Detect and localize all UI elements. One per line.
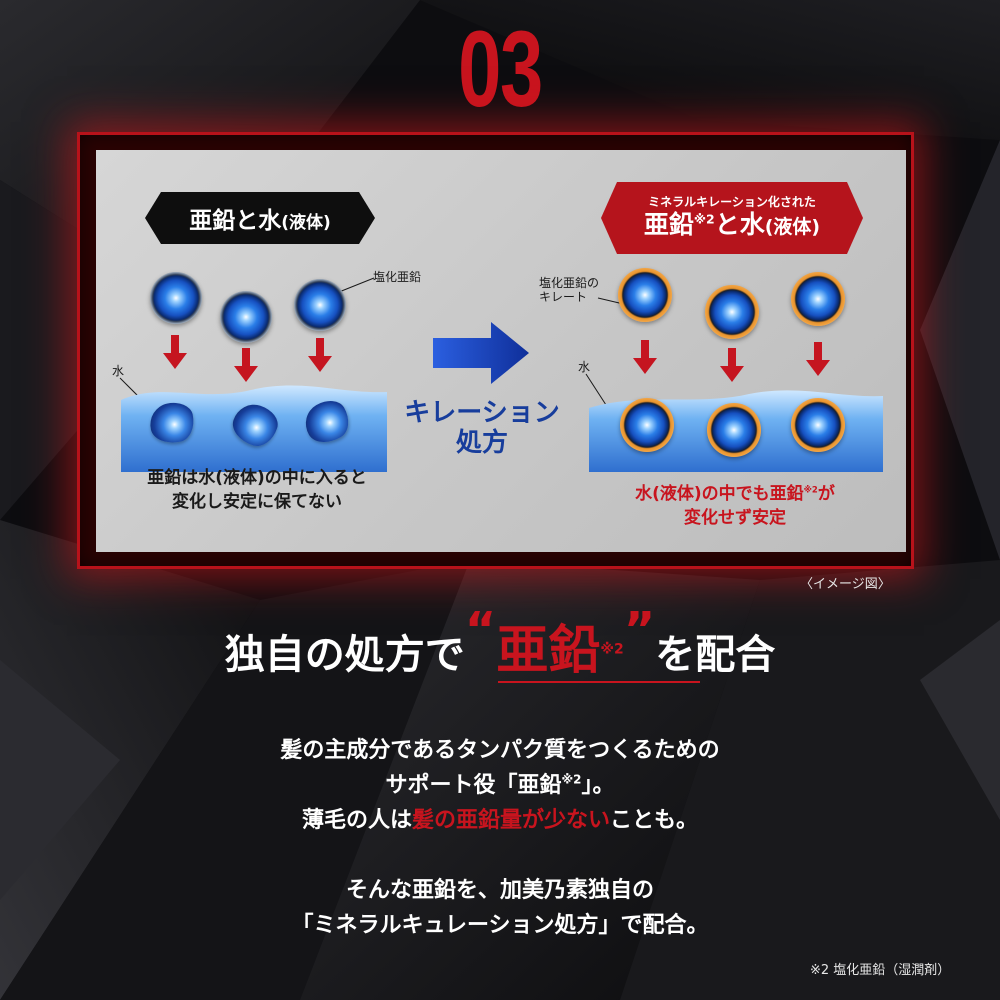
chelated-zinc-molecule	[791, 272, 845, 326]
chelate-label: 塩化亜鉛の キレート	[539, 276, 600, 304]
footnote: ※2 塩化亜鉛（湿潤剤）	[810, 963, 951, 978]
chelation-process-label: キレーション 処方	[404, 398, 560, 458]
water-pointer-right	[585, 373, 609, 409]
down-arrow	[720, 348, 744, 386]
water-label-right: 水	[578, 360, 591, 374]
headline-underline	[498, 681, 700, 683]
stable-chelated-zinc	[620, 398, 674, 452]
zinc-chloride-label: 塩化亜鉛	[373, 270, 422, 284]
left-caption: 亜鉛は水(液体)の中に入ると 変化し安定に保てない	[147, 468, 367, 512]
chelated-zinc-molecule	[618, 268, 672, 322]
stable-chelated-zinc	[707, 403, 761, 457]
right-header-badge: ミネラルキレーション化された 亜鉛※2と水(液体)	[601, 182, 863, 254]
water-label-left: 水	[112, 364, 125, 378]
section-number: 03	[458, 8, 543, 129]
down-arrow	[308, 338, 332, 376]
body-copy: 髪の主成分であるタンパク質をつくるための サポート役「亜鉛※2」。 薄毛の人は髪…	[280, 738, 720, 938]
down-arrow	[163, 335, 187, 373]
down-arrow	[806, 342, 830, 380]
chelation-arrow-icon	[433, 322, 529, 384]
zinc-molecule	[150, 272, 202, 324]
down-arrow	[633, 340, 657, 378]
image-note: 〈イメージ図〉	[800, 577, 891, 592]
left-header-badge: 亜鉛と水(液体)	[145, 192, 375, 244]
down-arrow	[234, 348, 258, 386]
stable-chelated-zinc	[791, 398, 845, 452]
headline: 独自の処方で“亜鉛※2”を配合	[224, 602, 776, 681]
zinc-molecule	[220, 291, 272, 343]
zinc-molecule	[294, 279, 346, 331]
chelated-zinc-molecule	[705, 285, 759, 339]
right-caption: 水(液体)の中でも亜鉛※2が 変化せず安定	[635, 484, 835, 528]
